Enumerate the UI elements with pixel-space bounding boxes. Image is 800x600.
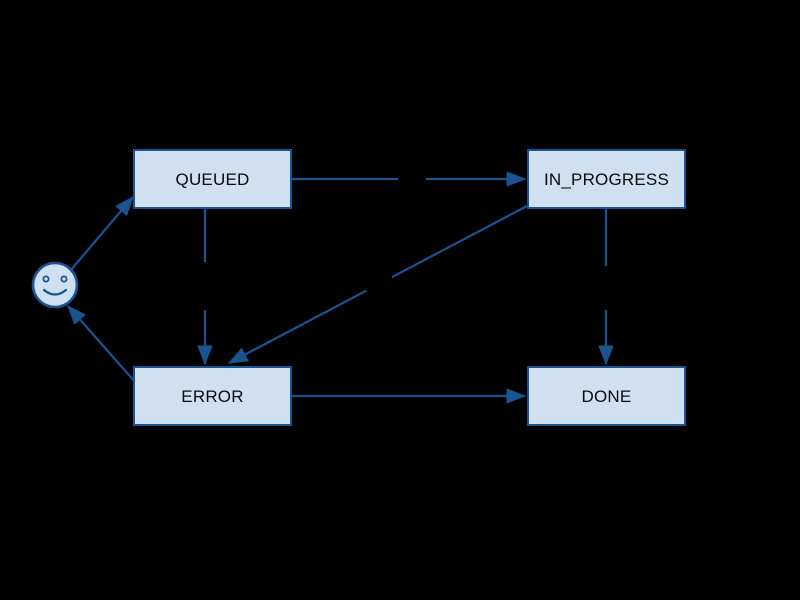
- state-node-queued[interactable]: QUEUED: [133, 149, 292, 209]
- smiley-eye-left-icon: [42, 275, 50, 283]
- edge-label-queued-to-in-progress: [398, 172, 426, 186]
- state-node-error[interactable]: ERROR: [133, 366, 292, 426]
- edge-label-in-progress-to-done: [600, 266, 617, 310]
- smiley-face-circle: [31, 261, 79, 309]
- smiley-eye-right-icon: [60, 275, 68, 283]
- start-state-smiley-icon[interactable]: [31, 261, 79, 309]
- state-node-queued-label: QUEUED: [175, 169, 250, 189]
- state-node-in-progress[interactable]: IN_PROGRESS: [527, 149, 686, 209]
- edge-error-to-start: [67, 305, 137, 384]
- state-node-in-progress-label: IN_PROGRESS: [543, 169, 669, 189]
- smiley-mouth-icon: [42, 288, 68, 296]
- state-node-error-label: ERROR: [181, 386, 244, 406]
- edge-start-to-queued: [69, 195, 134, 272]
- state-node-done[interactable]: DONE: [527, 366, 686, 426]
- edge-label-queued-to-error: [199, 262, 216, 310]
- state-node-done-label: DONE: [581, 386, 632, 406]
- edge-label-in-progress-to-error: [366, 276, 392, 291]
